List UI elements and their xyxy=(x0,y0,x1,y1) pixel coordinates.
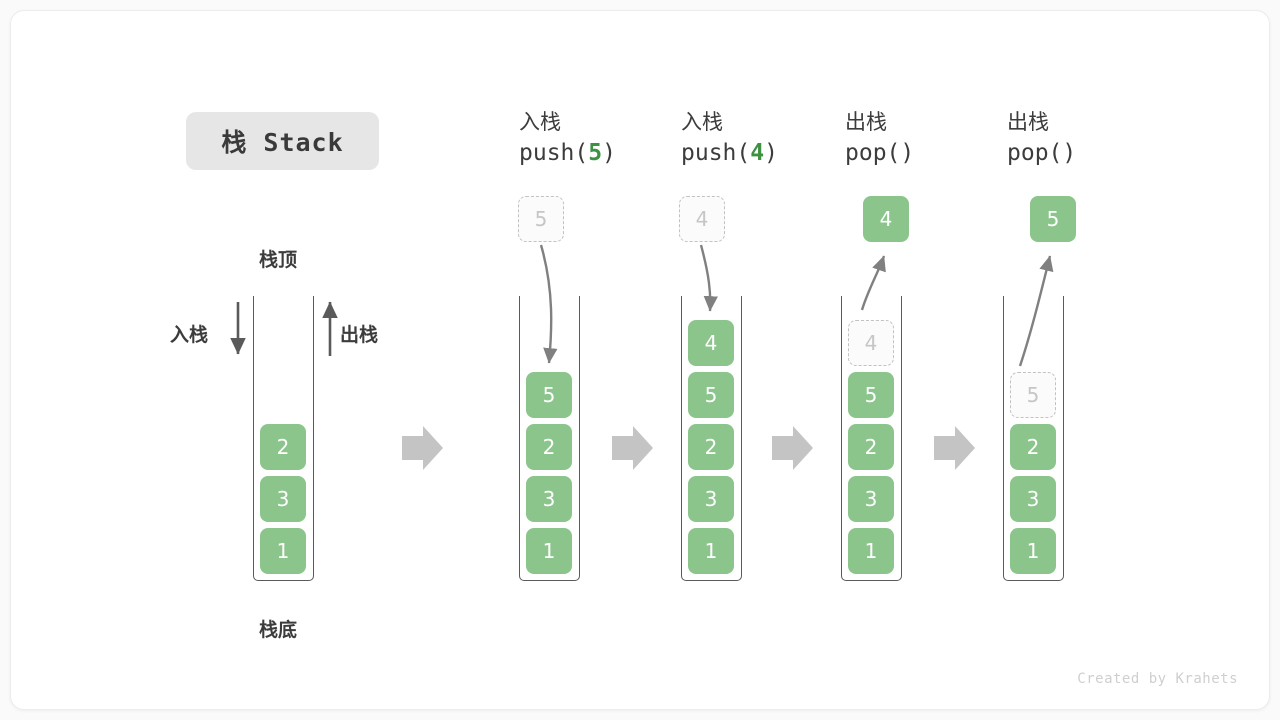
stack-top-label: 栈顶 xyxy=(259,249,298,271)
code-arg: 5 xyxy=(588,140,603,166)
stage-heading-code: pop() xyxy=(845,137,1015,169)
stack-cell: 1 xyxy=(848,528,894,574)
code-prefix: pop( xyxy=(1007,140,1063,166)
stack-cell: 1 xyxy=(688,528,734,574)
push-direction-label: 入栈 xyxy=(170,324,209,346)
code-arg: 4 xyxy=(750,140,765,166)
stage-heading-push-4: 入栈 push(4) xyxy=(681,107,851,169)
stack-frame-push-4 xyxy=(681,296,742,581)
stage-heading-cn: 入栈 xyxy=(681,110,723,134)
diagram-title-badge: 栈 Stack xyxy=(186,112,379,170)
stage-heading-pop-5: 出栈 pop() xyxy=(1007,107,1177,169)
stack-cell: 3 xyxy=(688,476,734,522)
stack-bottom-label: 栈底 xyxy=(259,619,298,641)
stack-cell: 1 xyxy=(1010,528,1056,574)
stage-heading-cn: 出栈 xyxy=(845,110,887,134)
code-suffix: ) xyxy=(602,140,616,166)
stage-heading-cn: 出栈 xyxy=(1007,110,1049,134)
stack-cell: 3 xyxy=(526,476,572,522)
credit-text: Created by Krahets xyxy=(1077,671,1238,687)
stage-heading-code: pop() xyxy=(1007,137,1177,169)
stage-heading-cn: 入栈 xyxy=(519,110,561,134)
floating-cell-pop-4: 4 xyxy=(863,196,909,242)
stage-heading-push-5: 入栈 push(5) xyxy=(519,107,689,169)
stack-cell: 3 xyxy=(848,476,894,522)
stage-heading-pop-4: 出栈 pop() xyxy=(845,107,1015,169)
stack-cell: 1 xyxy=(526,528,572,574)
code-suffix: ) xyxy=(900,140,915,166)
stack-frame-pop-5 xyxy=(1003,296,1064,581)
stack-cell: 2 xyxy=(1010,424,1056,470)
stack-cell: 2 xyxy=(688,424,734,470)
page-title: 栈 Stack xyxy=(221,128,344,157)
stack-cell: 2 xyxy=(260,424,306,470)
stack-cell: 5 xyxy=(848,372,894,418)
stack-cell: 1 xyxy=(260,528,306,574)
code-suffix: ) xyxy=(1062,140,1077,166)
stack-cell: 2 xyxy=(848,424,894,470)
stack-cell: 5 xyxy=(688,372,734,418)
code-suffix: ) xyxy=(764,140,778,166)
code-prefix: pop( xyxy=(845,140,901,166)
stack-cell: 3 xyxy=(1010,476,1056,522)
stack-frame-push-5 xyxy=(519,296,580,581)
stack-cell: 4 xyxy=(848,320,894,366)
stack-cell: 2 xyxy=(526,424,572,470)
code-prefix: push( xyxy=(519,140,589,166)
stage-heading-code: push(5) xyxy=(519,137,689,169)
stage-heading-code: push(4) xyxy=(681,137,851,169)
stack-frame-pop-4 xyxy=(841,296,902,581)
stack-cell: 5 xyxy=(526,372,572,418)
pop-direction-label: 出栈 xyxy=(340,324,379,346)
floating-cell-push-5: 5 xyxy=(518,196,564,242)
stack-cell: 3 xyxy=(260,476,306,522)
code-prefix: push( xyxy=(681,140,751,166)
stack-cell: 4 xyxy=(688,320,734,366)
stack-frame-initial xyxy=(253,296,314,581)
stack-cell: 5 xyxy=(1010,372,1056,418)
floating-cell-push-4: 4 xyxy=(679,196,725,242)
floating-cell-pop-5: 5 xyxy=(1030,196,1076,242)
